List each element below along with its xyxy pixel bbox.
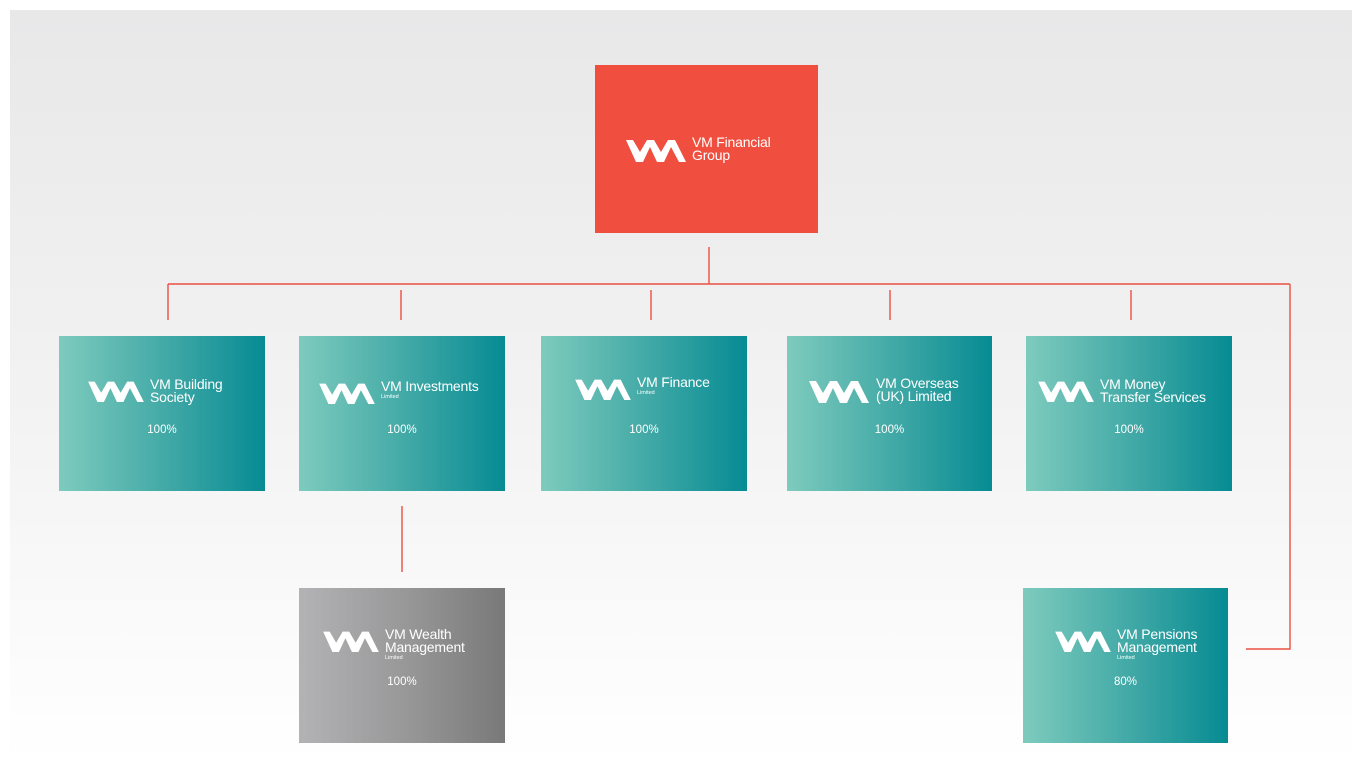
vm-logo-icon <box>1055 631 1111 652</box>
node-vm-pensions-management: VM Pensions Management Limited 80% <box>1023 588 1228 743</box>
node-name-line-2: Society <box>150 389 195 405</box>
node-name: VM Building Society <box>150 376 223 405</box>
node-vm-overseas: VM Overseas (UK) Limited 100% <box>787 336 992 491</box>
vm-logo-icon <box>575 379 631 400</box>
vm-logo-icon <box>323 631 379 652</box>
node-name-line-1: VM Building <box>150 376 223 392</box>
node-subtitle: Limited <box>381 394 399 400</box>
node-vm-financial-group: VM Financial Group <box>595 65 818 233</box>
vm-logo-icon <box>319 383 375 404</box>
node-name-line-2: (UK) Limited <box>876 388 952 404</box>
node-vm-finance: VM Finance Limited 100% <box>541 336 747 491</box>
node-vm-building-society: VM Building Society 100% <box>59 336 265 491</box>
node-name-line-1: VM Overseas <box>876 375 959 391</box>
vm-logo-icon <box>626 140 686 162</box>
ownership-percentage: 100% <box>1114 424 1144 436</box>
node-vm-wealth-management: VM Wealth Management Limited 100% <box>299 588 505 743</box>
node-name-line-2: Management <box>385 639 465 655</box>
node-name: VM Overseas (UK) Limited <box>876 375 959 404</box>
node-name-line-1: VM Money <box>1100 376 1166 392</box>
node-name: VM Investments Limited <box>381 378 479 400</box>
node-name-line-1: VM Financial <box>692 134 771 150</box>
node-name-line-2: Transfer Services <box>1100 389 1206 405</box>
node-name-line-2: Group <box>692 147 730 163</box>
node-name: VM Wealth Management Limited <box>385 626 465 661</box>
node-subtitle: Limited <box>385 655 403 661</box>
ownership-percentage: 100% <box>874 424 905 436</box>
node-name: VM Money Transfer Services <box>1100 376 1206 405</box>
node-name: VM Pensions Management Limited <box>1117 626 1198 661</box>
ownership-percentage: 100% <box>387 424 417 436</box>
ownership-percentage: 100% <box>629 424 659 436</box>
node-name-line-1: VM Investments <box>381 378 479 394</box>
node-name: VM Financial Group <box>692 134 771 163</box>
node-name-line-1: VM Pensions <box>1117 626 1198 642</box>
node-subtitle: Limited <box>1117 655 1135 661</box>
node-name-line-1: VM Finance <box>637 374 710 390</box>
node-name: VM Finance Limited <box>637 374 710 396</box>
ownership-percentage: 80% <box>1113 676 1138 688</box>
ownership-percentage: 100% <box>147 424 177 436</box>
vm-logo-icon <box>1038 381 1094 402</box>
ownership-percentage: 100% <box>387 676 417 688</box>
node-vm-money-transfer: VM Money Transfer Services 100% <box>1026 336 1232 491</box>
node-name-line-2: Management <box>1117 639 1197 655</box>
node-name-line-1: VM Wealth <box>385 626 452 642</box>
connector-pensions <box>1246 284 1291 650</box>
vm-logo-icon <box>88 381 144 402</box>
node-vm-investments: VM Investments Limited 100% <box>299 336 505 491</box>
node-subtitle: Limited <box>637 390 655 396</box>
vm-logo-icon <box>809 381 869 403</box>
